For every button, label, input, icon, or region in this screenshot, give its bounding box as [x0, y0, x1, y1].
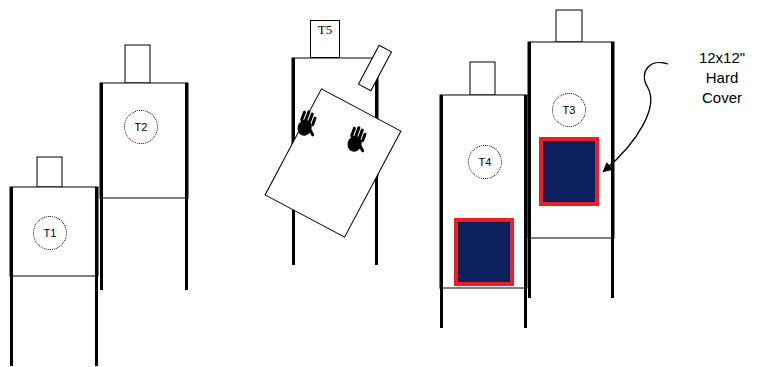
node-text: T2 [135, 121, 148, 133]
node-text: T1 [44, 227, 57, 239]
node-text: T4 [479, 156, 492, 168]
target-head-label: T5 [310, 20, 340, 58]
leader-arrow [604, 63, 668, 171]
target-t3 [528, 10, 614, 298]
target-number: T2 [124, 110, 158, 144]
target-number: T1 [33, 216, 67, 250]
node-text: T3 [563, 104, 576, 116]
target-t2 [100, 45, 188, 290]
node-text: T5 [318, 23, 332, 37]
target-number: T3 [552, 93, 586, 127]
target-t4 [440, 62, 527, 328]
target-t5 [265, 45, 401, 265]
callout-label: 12x12" Hard Cover [691, 48, 753, 108]
target-number: T4 [468, 145, 502, 179]
target-t1 [10, 157, 98, 366]
